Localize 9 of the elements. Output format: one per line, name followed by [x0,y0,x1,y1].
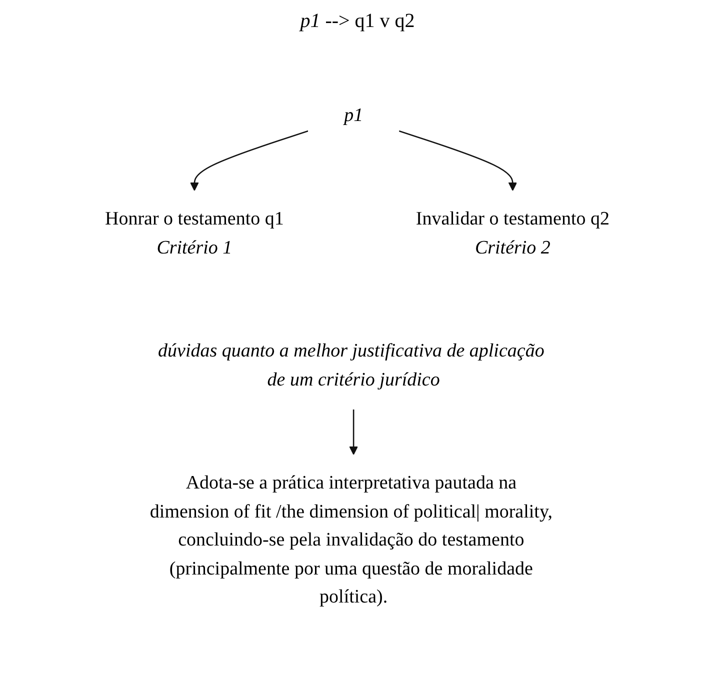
title: p1 --> q1 v q2 [298,10,416,33]
arrow [349,410,358,455]
node-text: p1 [344,105,364,126]
node-text: Adota-se a prática interpretativa pautada na dimension of fit /the dimension of political| morality, concluindo-se pela invalidação do testamento (principalmente por uma questão de moralidade política). [150,472,553,608]
arrow [190,130,308,191]
arrow [399,130,518,191]
node-text: Honrar o testamento q1 Critério 1 [105,208,284,258]
node-text: Invalidar o testamento q2 Critério 2 [416,208,610,258]
node-text: dúvidas quanto a melhor justificativa de aplicação de um critério jurídico [158,340,545,390]
